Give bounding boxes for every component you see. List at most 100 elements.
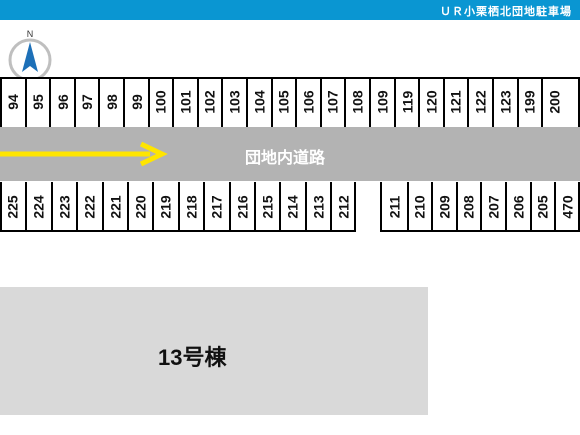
- parking-row-frame: [380, 182, 580, 232]
- parking-stall: 106: [295, 77, 320, 127]
- stall-number: 107: [325, 90, 342, 114]
- parking-stall: 213: [304, 182, 330, 232]
- stall-number: 209: [436, 195, 453, 219]
- stall-number: 215: [259, 195, 276, 219]
- parking-stall: 225: [0, 182, 25, 232]
- stall-number: 97: [79, 94, 96, 110]
- parking-stall: 119: [393, 77, 419, 127]
- stall-number: 98: [103, 94, 120, 110]
- stall-number: 225: [4, 195, 21, 219]
- stall-number: 101: [177, 90, 194, 114]
- parking-row-north: 94 95 96 97 98 99 100 101 102 103 104 105 106 107 108 1…: [0, 77, 580, 127]
- parking-stall: 207: [480, 182, 505, 232]
- stall-number: 211: [386, 195, 403, 219]
- parking-stall: 96: [49, 77, 74, 127]
- stall-number: 220: [132, 195, 149, 219]
- stall-number: 108: [349, 90, 366, 114]
- stall-number: 105: [275, 90, 292, 114]
- road-label: 団地内道路: [245, 150, 326, 167]
- parking-stall: 97: [73, 77, 99, 127]
- stall-number: 99: [128, 94, 145, 110]
- stall-number: 100: [152, 90, 169, 114]
- parking-stall: 206: [505, 182, 530, 232]
- parking-stall: 212: [330, 182, 355, 232]
- parking-stall: 99: [123, 77, 148, 127]
- parking-stall: 470: [554, 182, 579, 232]
- map-title: ＵＲ小栗栖北団地駐車場: [440, 6, 572, 18]
- stall-number: 104: [251, 90, 268, 114]
- parking-stall: 103: [221, 77, 246, 127]
- parking-stall: 122: [467, 77, 492, 127]
- parking-stall: 109: [369, 77, 394, 127]
- parking-stall: 220: [127, 182, 152, 232]
- stall-number: 207: [485, 195, 502, 219]
- parking-stall: 209: [431, 182, 456, 232]
- parking-row-south-right: 211 210 209 208 207 206 205 470: [380, 182, 580, 232]
- parking-stall: 214: [279, 182, 304, 232]
- parking-stall: 205: [529, 182, 555, 232]
- parking-stall: 211: [382, 182, 407, 232]
- parking-stall: 199: [516, 77, 542, 127]
- north-arrow-icon: N: [8, 29, 52, 82]
- stall-number: 94: [4, 94, 21, 110]
- parking-stall: 123: [492, 77, 517, 127]
- parking-stall: 223: [50, 182, 76, 232]
- parking-stall: 208: [455, 182, 481, 232]
- stall-number: 106: [300, 90, 317, 114]
- parking-stall: 224: [25, 182, 50, 232]
- stall-number: 200: [546, 90, 563, 114]
- stall-number: 216: [234, 195, 251, 219]
- stall-number: 119: [398, 90, 415, 114]
- header-bar: ＵＲ小栗栖北団地駐車場: [0, 0, 580, 20]
- parking-stall: 218: [177, 182, 203, 232]
- stall-number: 470: [559, 195, 576, 219]
- stall-number: 102: [202, 90, 219, 114]
- stall-number: 120: [423, 90, 440, 114]
- stall-number: 219: [158, 195, 175, 219]
- stall-number: 199: [521, 90, 538, 114]
- stall-number: 208: [461, 195, 478, 219]
- parking-stall: 107: [319, 77, 345, 127]
- parking-stall: 101: [172, 77, 197, 127]
- parking-stall: 222: [76, 182, 101, 232]
- parking-stall: 210: [406, 182, 432, 232]
- stall-number: 122: [472, 90, 489, 114]
- parking-stall: 104: [246, 77, 271, 127]
- parking-stall: 219: [152, 182, 177, 232]
- parking-stall: 121: [442, 77, 468, 127]
- parking-stall: 98: [98, 77, 123, 127]
- stall-number: 95: [29, 94, 46, 110]
- stall-number: 223: [56, 195, 73, 219]
- stall-number: 103: [226, 90, 243, 114]
- parking-stall: 94: [0, 77, 25, 127]
- stall-number: 109: [374, 90, 391, 114]
- compass-letter: N: [27, 29, 34, 39]
- parking-stall: 120: [418, 77, 443, 127]
- building-13: 13号棟: [0, 287, 428, 415]
- stall-number: 121: [448, 90, 465, 114]
- parking-stall: 200: [541, 77, 566, 127]
- stall-number: 214: [285, 195, 302, 219]
- parking-stall: 102: [196, 77, 222, 127]
- stall-number: 224: [31, 195, 48, 219]
- stall-number: 205: [534, 195, 551, 219]
- building-label: 13号棟: [158, 345, 227, 370]
- stall-number: 206: [510, 195, 527, 219]
- stall-number: 210: [411, 195, 428, 219]
- parking-stall: 105: [270, 77, 296, 127]
- stall-number: 218: [183, 195, 200, 219]
- direction-arrow-icon: [0, 141, 168, 167]
- parking-stall: 221: [101, 182, 127, 232]
- stall-number: 217: [208, 195, 225, 219]
- parking-stall: 215: [254, 182, 279, 232]
- parking-stall: 108: [344, 77, 369, 127]
- parking-stall: 100: [147, 77, 173, 127]
- stall-number: 221: [107, 195, 124, 219]
- parking-stall: 216: [228, 182, 254, 232]
- stall-number: 212: [335, 195, 352, 219]
- stall-number: 96: [54, 94, 71, 110]
- parking-row-frame: [0, 77, 580, 127]
- stall-number: 213: [310, 195, 327, 219]
- stall-number: 123: [497, 90, 514, 114]
